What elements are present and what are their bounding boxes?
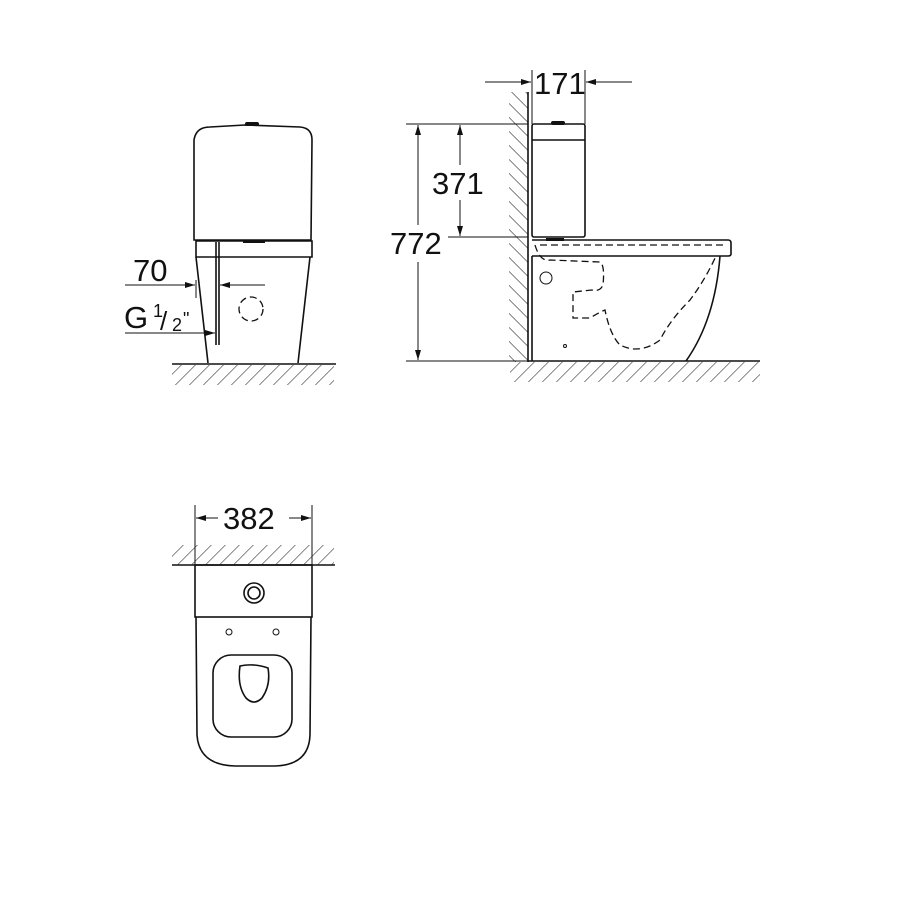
dimension-382: 382	[223, 501, 275, 536]
trap-hidden	[534, 244, 717, 350]
thread-denominator: 2	[172, 315, 182, 335]
tank-side	[531, 123, 586, 238]
flush-button	[243, 582, 265, 604]
bowl-rim	[532, 239, 732, 257]
dimension-772: 772	[390, 226, 442, 261]
floor-hatch	[510, 362, 760, 382]
seat-hinge-hole	[272, 628, 280, 636]
outlet-hidden	[238, 296, 264, 322]
tank	[193, 124, 313, 241]
bowl-body	[195, 256, 311, 364]
thread-numerator: 1	[153, 301, 163, 321]
inlet-hole	[539, 271, 553, 285]
tank-fixing	[243, 240, 265, 243]
bowl-opening	[238, 664, 270, 703]
fixing-point	[563, 344, 567, 348]
dimension-171: 171	[534, 66, 586, 101]
bowl-body	[531, 255, 721, 362]
dimension-70: 70	[133, 253, 167, 288]
wall-hatch	[509, 92, 528, 362]
fraction-slash: /	[160, 306, 168, 336]
flush-button	[551, 121, 565, 125]
seat-hinge-hole	[225, 628, 233, 636]
seat-outline	[212, 654, 293, 738]
tank-fixing	[546, 238, 564, 241]
flush-button	[245, 122, 259, 126]
thread-label: G	[124, 300, 148, 335]
wall-hatch	[172, 545, 334, 565]
tank-top	[194, 564, 313, 618]
flush-button-inner	[247, 586, 261, 600]
front-view: 70 G 1 / 2 "	[124, 122, 336, 385]
thread-unit: "	[183, 309, 189, 329]
floor-hatch	[172, 365, 334, 385]
tank-band	[195, 240, 313, 258]
bowl-outline	[195, 616, 312, 767]
top-view: 382	[172, 501, 335, 767]
dimension-371: 371	[432, 166, 484, 201]
side-view: 171 371 772	[390, 66, 760, 382]
